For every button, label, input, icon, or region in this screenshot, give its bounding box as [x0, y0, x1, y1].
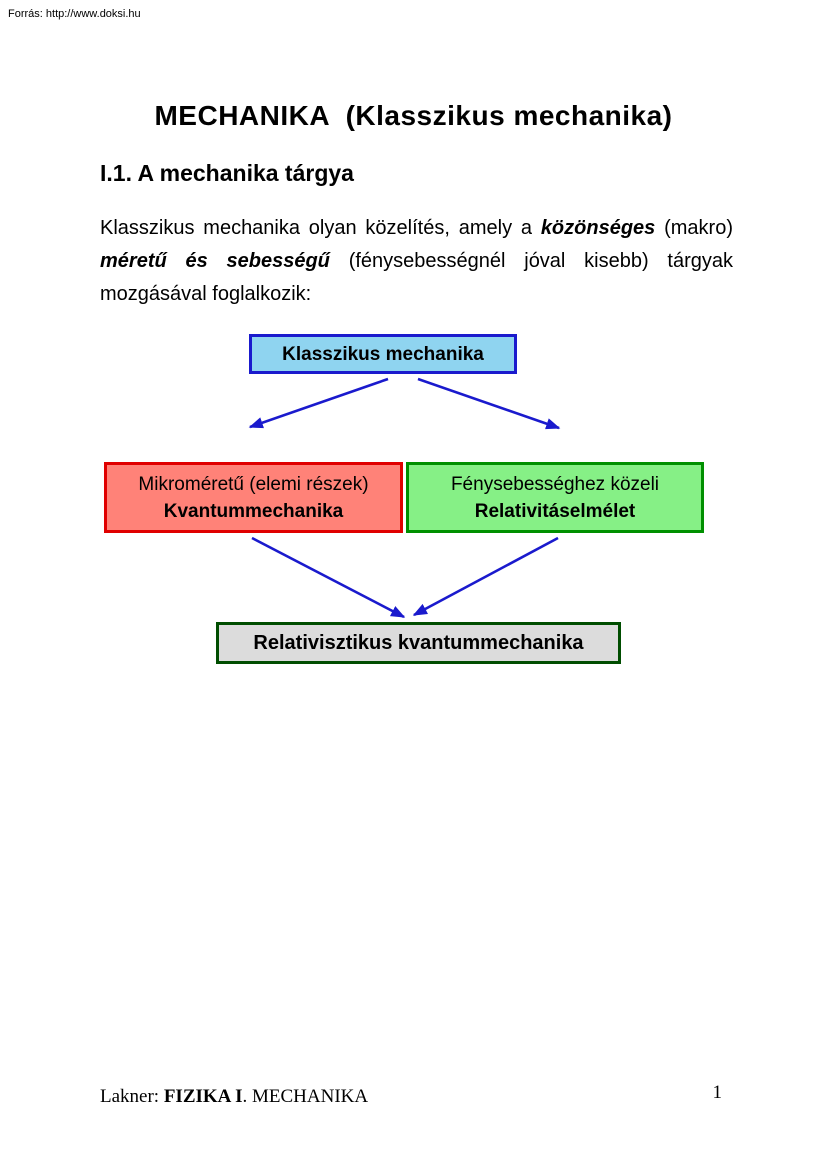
- box-label-mikromeretu: Mikroméretű (elemi részek): [138, 473, 369, 495]
- arrow-top-to-right: [417, 377, 561, 430]
- page-number: 1: [712, 1082, 723, 1103]
- box-label-klasszikus-mechanika: Klasszikus mechanika: [282, 343, 484, 365]
- diagram-box-relativitaselmelet: Fénysebességhez közeli Relativitáselméle…: [406, 462, 704, 533]
- paragraph-text-1: Klasszikus mechanika olyan közelítés, am…: [100, 217, 541, 239]
- footer-author: Lakner: FIZIKA I. MECHANIKA: [100, 1086, 368, 1108]
- paragraph-text-3: (fénysebességnél jóval kisebb) tárgyak m…: [100, 250, 734, 305]
- footer-author-bold: FIZIKA I: [163, 1086, 243, 1107]
- section-heading: I.1. A mechanika tárgya: [100, 160, 354, 186]
- intro-paragraph: Klasszikus mechanika olyan közelítés, am…: [100, 212, 733, 311]
- box-label-fenysebesseghez: Fénysebességhez közeli: [450, 473, 660, 495]
- box-label-relativisztikus: Relativisztikus kvantummechanika: [253, 631, 584, 654]
- diagram-box-relativisztikus-kvantummechanika: Relativisztikus kvantummechanika: [216, 622, 621, 664]
- box-label-kvantummechanika: Kvantummechanika: [163, 500, 344, 522]
- page-title: MECHANIKA (Klasszikus mechanika): [154, 100, 673, 131]
- paragraph-emphasis-2: méretű és sebességű: [100, 250, 330, 272]
- box-label-relativitaselmelet: Relativitáselmélet: [474, 500, 636, 522]
- diagram-box-kvantummechanika: Mikroméretű (elemi részek) Kvantummechan…: [104, 462, 403, 533]
- footer-author-suffix: . MECHANIKA: [242, 1086, 369, 1107]
- footer-author-prefix: Lakner:: [100, 1086, 164, 1107]
- source-note: Forrás: http://www.doksi.hu: [8, 8, 141, 20]
- arrow-left-to-bottom: [251, 536, 406, 619]
- paragraph-text-2: (makro): [655, 217, 733, 239]
- paragraph-emphasis-1: közönséges: [540, 217, 656, 239]
- arrow-top-to-left: [248, 377, 389, 429]
- diagram-box-klasszikus-mechanika: Klasszikus mechanika: [249, 334, 517, 374]
- arrow-right-to-bottom: [412, 536, 559, 617]
